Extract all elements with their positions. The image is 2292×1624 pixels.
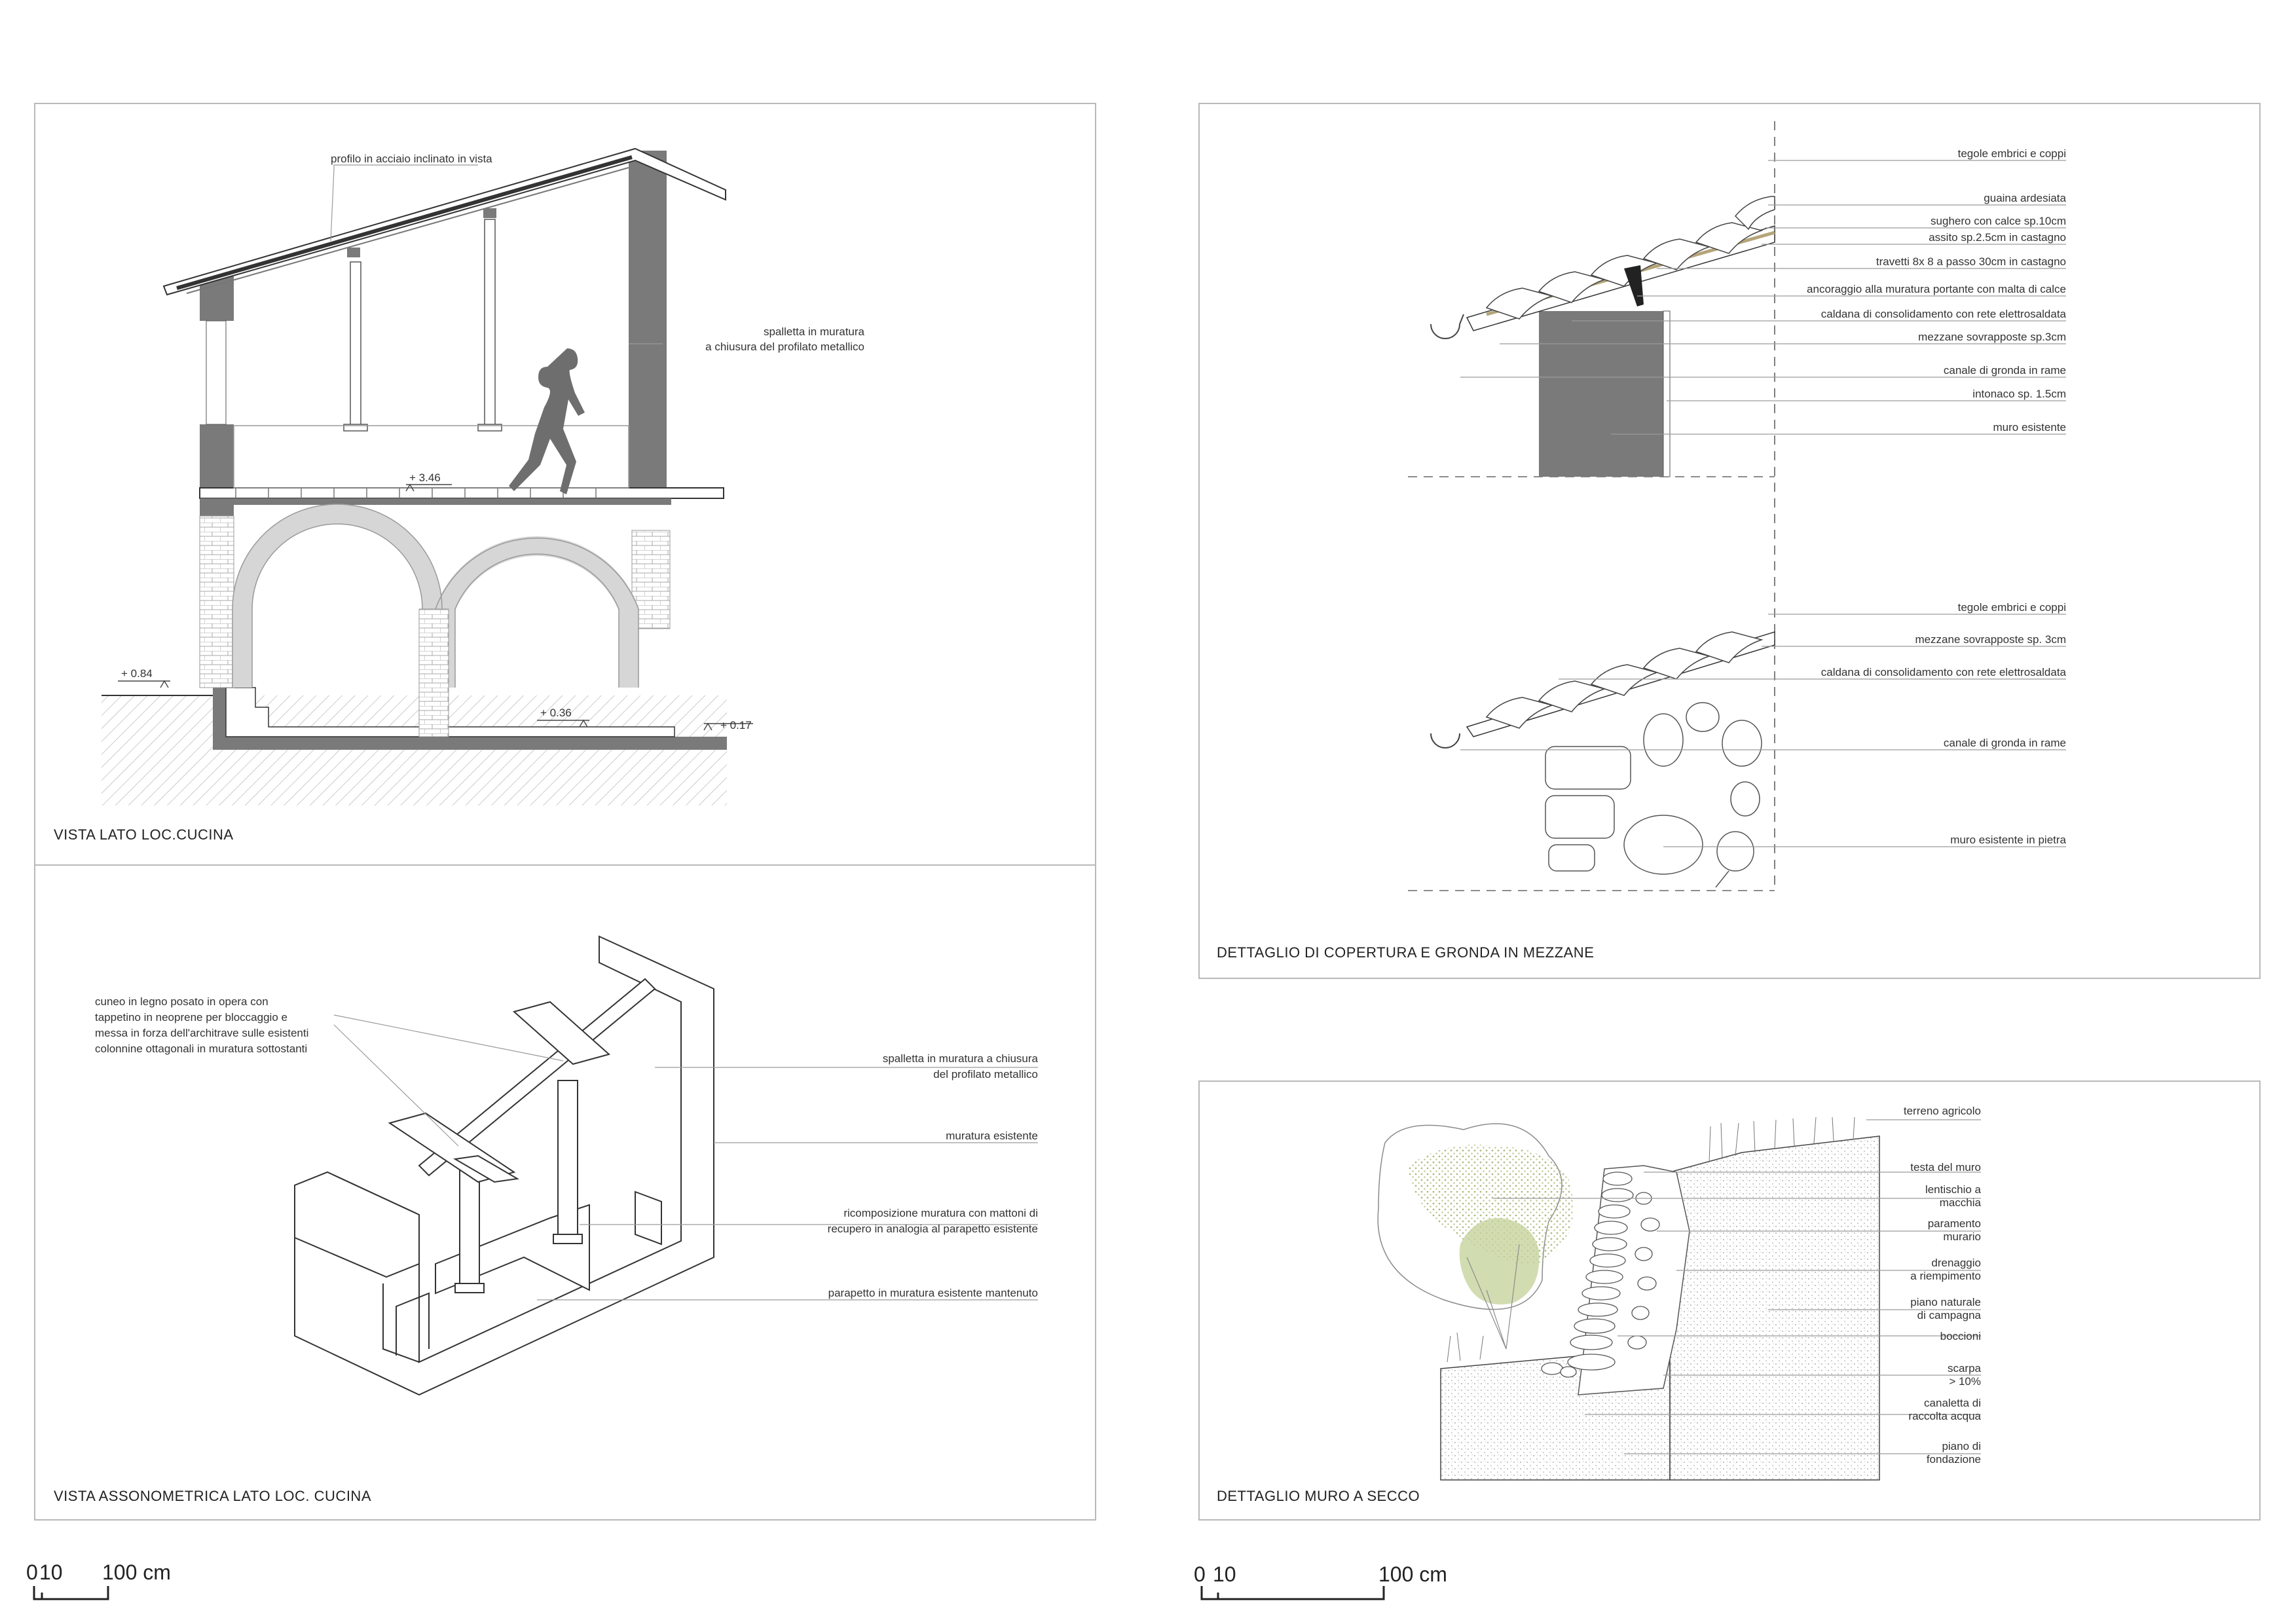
- scale-left-hundred: 100 cm: [102, 1560, 171, 1584]
- scale-right-zero: 0: [1194, 1562, 1206, 1586]
- roof-label-4: assito sp.2.5cm in castagno: [1929, 231, 2066, 244]
- axo-note-muratura: muratura esistente: [946, 1130, 1038, 1142]
- scale-right-ten: 10: [1213, 1562, 1236, 1586]
- roof-label-1: tegole embrici e coppi: [1958, 147, 2066, 160]
- label-spalletta-1: spalletta in muratura: [764, 325, 865, 338]
- scale-right-hundred: 100 cm: [1378, 1562, 1447, 1586]
- level-floor: + 3.46: [409, 471, 441, 484]
- scale-bar-right-graphic: [1200, 1586, 1385, 1600]
- roof-lower-label-1: tegole embrici e coppi: [1958, 601, 2066, 614]
- wall-label-drenaggio-2: a riempimento: [1910, 1270, 1981, 1282]
- wedge-note-1: cuneo in legno posato in opera con: [95, 995, 268, 1008]
- wall-label-lentischio-2: macchia: [1940, 1196, 1982, 1209]
- roof-lower-label-2: mezzane sovrapposte sp. 3cm: [1915, 633, 2066, 646]
- roof-detail-upper: [1408, 121, 1775, 891]
- level-ground-left: + 0.84: [121, 667, 153, 680]
- brick-arches: [232, 504, 639, 688]
- roof: [162, 147, 726, 296]
- wedge-note-4: colonnine ottagonali in muratura sottost…: [95, 1043, 307, 1055]
- axo-note-spalletta-1: spalletta in muratura a chiusura: [883, 1052, 1039, 1065]
- roof-label-9: canale di gronda in rame: [1944, 364, 2066, 377]
- wall-label-scarpa: scarpa> 10%: [1948, 1362, 1982, 1388]
- dry-wall-drawing: [1377, 1116, 1880, 1481]
- roof-lower-label-3: caldana di consolidamento con rete elett…: [1821, 666, 2067, 678]
- label-spalletta-2: a chiusura del profilato metallico: [705, 341, 864, 353]
- axo-note-parapetto: parapetto in muratura esistente mantenut…: [828, 1287, 1038, 1299]
- panel-dry-wall: [1198, 1080, 2261, 1521]
- wedge-note-3: messa in forza dell'architrave sulle esi…: [95, 1027, 308, 1039]
- foundation-slab: [213, 688, 727, 750]
- person-silhouette: [509, 348, 585, 494]
- wall-label-drenaggio-1: drenaggio: [1931, 1257, 1981, 1269]
- ground-hatch: [102, 695, 727, 805]
- roof-label-11: muro esistente: [1993, 421, 2067, 434]
- roof-label-6: ancoraggio alla muratura portante con ma…: [1807, 283, 2066, 295]
- scale-left-ten: 10: [39, 1560, 63, 1584]
- roof-label-10: intonaco sp. 1.5cm: [1972, 388, 2066, 400]
- roof-detail-title: DETTAGLIO DI COPERTURA E GRONDA IN MEZZA…: [1217, 944, 1595, 961]
- right-wall: [629, 151, 667, 491]
- wall-label-scarpa-2: > 10%: [1949, 1375, 1981, 1388]
- label-steel-profile: profilo in acciaio inclinato in vista: [331, 153, 492, 165]
- scale-left-zero: 0: [26, 1560, 38, 1584]
- upper-columns: [233, 219, 629, 489]
- kitchen-section-title: VISTA LATO LOC.CUCINA: [54, 826, 234, 843]
- roof-label-3: sughero con calce sp.10cm: [1931, 215, 2066, 227]
- roof-label-5: travetti 8x 8 a passo 30cm in castagno: [1876, 255, 2066, 268]
- axonometric-drawing: [294, 935, 714, 1396]
- wall-label-fondazione-2: fondazione: [1927, 1453, 1981, 1466]
- roof-lower-label-5: muro esistente in pietra: [1950, 834, 2066, 846]
- axo-note-ricomposizione-1: ricomposizione muratura con mattoni di: [843, 1207, 1038, 1219]
- wall-label-scarpa-1: scarpa: [1948, 1362, 1982, 1375]
- wall-label-testa: testa del muro: [1910, 1161, 1981, 1173]
- dry-wall-title: DETTAGLIO MURO A SECCO: [1217, 1488, 1420, 1504]
- wall-label-piano-naturale-1: piano naturale: [1910, 1296, 1981, 1308]
- scale-bar-left-graphic: [33, 1586, 109, 1600]
- axonometric-title: VISTA ASSONOMETRICA LATO LOC. CUCINA: [54, 1488, 371, 1504]
- panel-roof-detail: [1198, 103, 2261, 979]
- wall-label-terreno: terreno agricolo: [1904, 1105, 1981, 1117]
- roof-detail-lower: [1408, 631, 1775, 891]
- wall-label-canaletta-2: raccolta acqua: [1908, 1410, 1981, 1422]
- level-ground-right: + 0.17: [720, 719, 752, 731]
- wall-label-paramento-1: paramento: [1928, 1217, 1981, 1230]
- wall-label-lentischio-1: lentischio a: [1925, 1183, 1982, 1196]
- roof-label-7: caldana di consolidamento con rete elett…: [1821, 308, 2067, 320]
- wall-label-piano-naturale-2: di campagna: [1917, 1309, 1982, 1321]
- axo-note-ricomposizione-2: recupero in analogia al parapetto esiste…: [828, 1223, 1038, 1235]
- wall-label-boccioni: boccioni: [1940, 1330, 1981, 1342]
- wall-label-fondazione-1: piano di: [1942, 1440, 1981, 1452]
- axo-note-spalletta-2: del profilato metallico: [933, 1068, 1038, 1080]
- wedge-note-2: tappetino in neoprene per bloccaggio e: [95, 1011, 287, 1024]
- roof-label-2: guaina ardesiata: [1984, 192, 2066, 204]
- level-inner: + 0.36: [540, 707, 572, 719]
- roof-lower-label-4: canale di gronda in rame: [1944, 737, 2066, 749]
- wall-label-paramento-2: murario: [1943, 1230, 1981, 1243]
- panel-axonometric: [34, 103, 1096, 1521]
- roof-label-8: mezzane sovrapposte sp.3cm: [1918, 331, 2066, 343]
- wall-label-canaletta-1: canaletta di: [1924, 1397, 1981, 1409]
